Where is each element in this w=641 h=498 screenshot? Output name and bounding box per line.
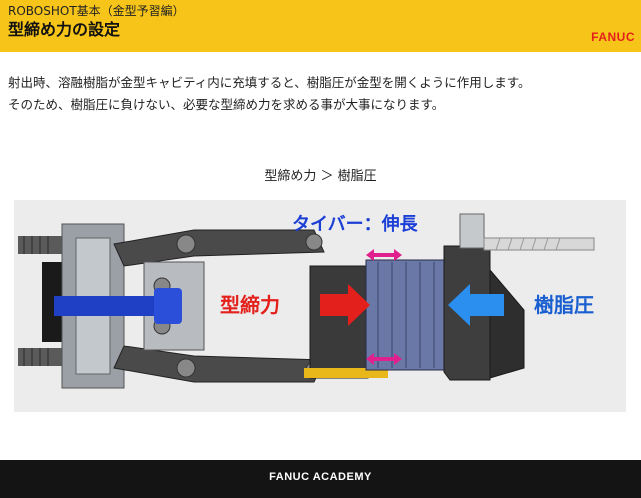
label-tiebar-stretch: タイバー：伸長 bbox=[292, 213, 419, 235]
resin-pressure-arrow-icon bbox=[448, 284, 504, 326]
ball-screw bbox=[54, 296, 174, 316]
brand-logo: FANUC bbox=[591, 30, 635, 44]
tiebar-end-upper bbox=[18, 236, 70, 254]
header-bar: ROBOSHOT基本（金型予習編） 型締め力の設定 FANUC bbox=[0, 0, 641, 52]
tiebar-end-lower bbox=[18, 348, 70, 366]
injection-screw bbox=[483, 237, 595, 251]
label-clamp-force: 型締力 bbox=[220, 293, 280, 317]
description: 射出時、溶融樹脂が金型キャビティ内に充填すると、樹脂圧が金型を開くように作用しま… bbox=[8, 72, 633, 116]
moving-platen bbox=[309, 265, 369, 379]
footer-academy-label: FANUC ACADEMY bbox=[269, 471, 372, 483]
course-subtitle: ROBOSHOT基本（金型予習編） bbox=[8, 4, 185, 18]
platen-slide bbox=[304, 368, 388, 378]
toggle-link-lower bbox=[113, 345, 325, 383]
tiebar-stretch-arrow-icon bbox=[366, 249, 402, 365]
footer-bar: FANUC ACADEMY bbox=[0, 460, 641, 498]
description-line-1: 射出時、溶融樹脂が金型キャビティ内に充填すると、樹脂圧が金型を開くように作用しま… bbox=[8, 75, 531, 90]
rear-platen-gear bbox=[42, 262, 62, 342]
description-line-2: そのため、樹脂圧に負けない、必要な型締め力を求める事が大事になります。 bbox=[8, 97, 445, 112]
page-title: 型締め力の設定 bbox=[8, 20, 121, 39]
figure-caption: 型締め力 ＞ 樹脂圧 bbox=[264, 169, 377, 184]
toggle-link-upper bbox=[113, 229, 325, 267]
mold bbox=[365, 259, 445, 371]
clamping-unit-diagram: タイバー：伸長 型締力 樹脂圧 bbox=[18, 213, 595, 389]
clamping-unit-figure: タイバー：伸長 型締力 樹脂圧 bbox=[14, 200, 626, 412]
label-resin-pressure: 樹脂圧 bbox=[534, 293, 594, 317]
clamp-force-arrow-icon bbox=[320, 284, 370, 326]
